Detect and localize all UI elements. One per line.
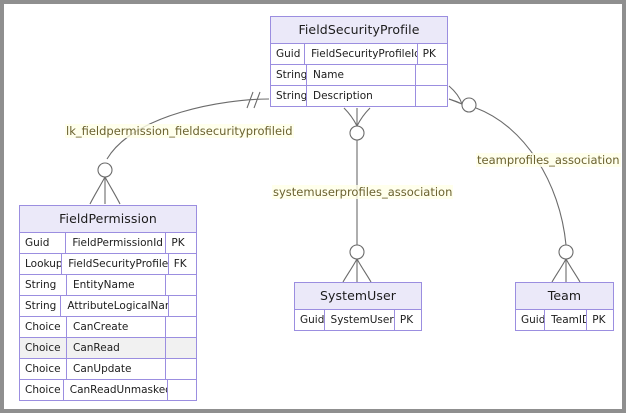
entity-title-fieldsecurityprofile: FieldSecurityProfile xyxy=(271,17,447,44)
attribute-name: CanRead xyxy=(67,338,166,358)
entity-title-team: Team xyxy=(516,283,613,310)
attribute-type: Choice xyxy=(20,380,64,400)
attribute-type: Guid xyxy=(516,310,546,330)
relationship-label-teamprofiles_association[interactable]: teamprofiles_association xyxy=(476,153,621,167)
attribute-key-badge xyxy=(166,275,196,295)
attribute-key-badge: PK xyxy=(399,314,414,326)
attribute-type: Choice xyxy=(20,359,67,379)
attribute-key-badge xyxy=(168,380,196,400)
attribute-name: FieldSecurityProfileId xyxy=(305,44,418,64)
attribute-type: Choice xyxy=(20,338,67,358)
attribute-name: TeamID xyxy=(545,310,588,330)
attribute-type: String xyxy=(20,296,62,316)
edge-lk-fieldpermission-fieldsecurityprofileid xyxy=(89,91,270,205)
relationship-label-lk_fieldpermission_fieldsecurityprofileid[interactable]: lk_fieldpermission_fieldsecurityprofilei… xyxy=(65,124,294,138)
attribute-type: Lookup xyxy=(20,254,63,274)
attribute-type: Guid xyxy=(295,310,325,330)
attribute-name: CanCreate xyxy=(67,317,166,337)
attribute-key-badge xyxy=(166,338,196,358)
attribute-key-badge: PK xyxy=(592,314,606,326)
attribute-key-badge xyxy=(169,296,196,316)
attribute-name: CanUpdate xyxy=(67,359,166,379)
attribute-key-badge: FK xyxy=(173,258,187,270)
attribute-name: Description xyxy=(307,86,416,106)
relationship-label-systemuserprofiles_association[interactable]: systemuserprofiles_association xyxy=(272,185,454,199)
attribute-key-badge xyxy=(166,317,196,337)
attribute-key-badge xyxy=(166,359,196,379)
attribute-type: Guid xyxy=(20,233,67,253)
edge-teamprofiles-association xyxy=(448,85,581,283)
attribute-name: FieldSecurityProfileId xyxy=(62,254,169,274)
attribute-type: Choice xyxy=(20,317,67,337)
attribute-row[interactable]: StringAttributeLogicalName xyxy=(20,296,196,317)
entity-title-systemuser: SystemUser xyxy=(295,283,421,310)
entity-systemuser[interactable]: SystemUserGuidSystemUserId PK xyxy=(294,282,422,331)
attribute-name: FieldPermissionId xyxy=(66,233,167,253)
entity-title-fieldpermission: FieldPermission xyxy=(20,206,196,233)
attribute-row[interactable]: GuidSystemUserId PK xyxy=(295,310,421,330)
attribute-name: Name xyxy=(307,65,416,85)
attribute-key-badge: PK xyxy=(422,48,436,60)
attribute-name: EntityName xyxy=(67,275,166,295)
attribute-key-badge xyxy=(416,65,447,85)
attribute-key-badge: PK xyxy=(171,237,185,249)
attribute-name: CanReadUnmasked xyxy=(64,380,168,400)
attribute-name: SystemUserId xyxy=(325,310,395,330)
attribute-type: String xyxy=(20,275,67,295)
attribute-type: Guid xyxy=(271,44,306,64)
attribute-name: AttributeLogicalName xyxy=(61,296,170,316)
attribute-type: String xyxy=(271,65,307,85)
attribute-type: String xyxy=(271,86,307,106)
attribute-key-badge xyxy=(416,86,447,106)
